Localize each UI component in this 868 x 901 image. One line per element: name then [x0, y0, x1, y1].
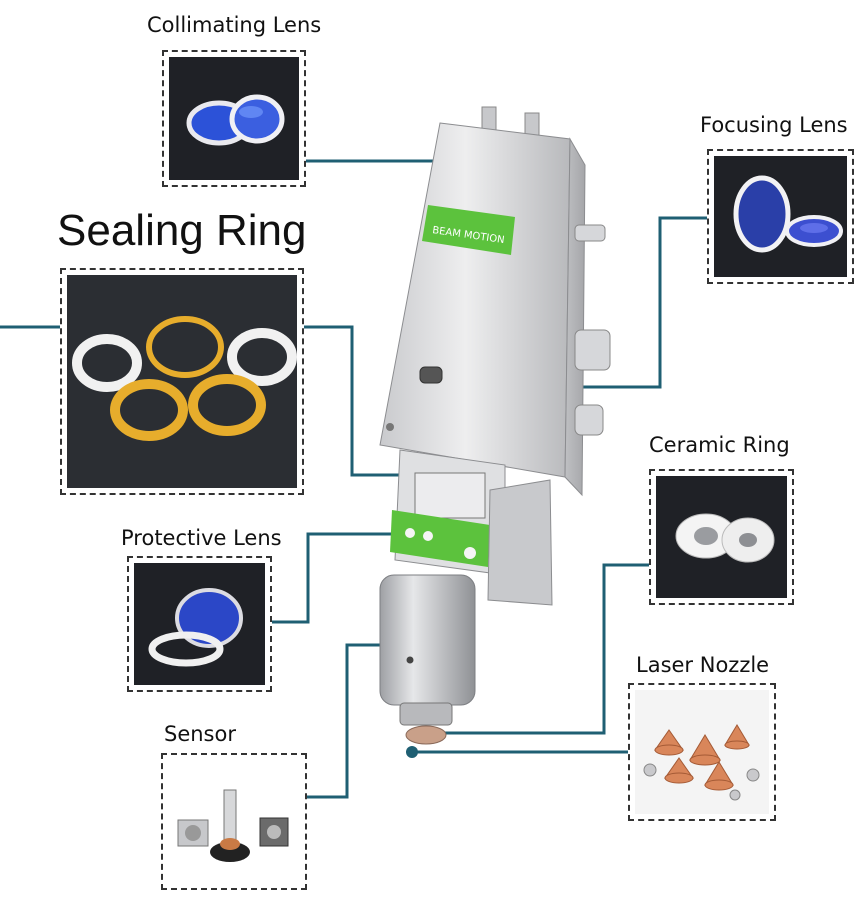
sealing-ring-image: [60, 268, 304, 495]
nozzle-cylinder: [379, 574, 476, 706]
protective-lens-photo: [148, 588, 243, 667]
focusing-lens-photo: [733, 175, 843, 253]
laser-nozzle-label: Laser Nozzle: [636, 653, 770, 677]
sealing-ring-photo: [72, 316, 297, 441]
sealing-ring-label: Sealing Ring: [57, 206, 307, 255]
ceramic-ring-photo: [675, 513, 775, 563]
laser-nozzle-image: [628, 683, 776, 821]
connector-sensor: [306, 643, 410, 799]
laser-nozzle-photo: [643, 724, 760, 801]
collimating-lens-label: Collimating Lens: [147, 13, 322, 37]
focusing-lens-image: [707, 149, 854, 284]
focusing-lens-label: Focusing Lens: [700, 113, 848, 137]
connector-ceramic: [433, 563, 650, 735]
top-fittings: [481, 106, 540, 138]
nozzle-tip: [405, 725, 447, 745]
side-fittings: [574, 224, 611, 436]
sensor-image: [161, 753, 307, 890]
main-body: [379, 122, 571, 478]
front-knob: [419, 366, 443, 384]
ceramic-ring-image: [649, 469, 794, 605]
connector-dot-nozzle: [406, 746, 418, 758]
ceramic-ring-label: Ceramic Ring: [649, 433, 790, 457]
protective-drawer: [414, 472, 486, 519]
sensor-photo: [177, 789, 289, 862]
protective-lens-image: [127, 556, 272, 692]
laser-cutting-head-illustration: BEAM MOTION: [379, 106, 611, 745]
connector-protective: [270, 532, 420, 624]
nozzle-tip-ring: [399, 702, 453, 726]
brand-strip: [422, 205, 515, 255]
collimating-lens-photo: [186, 94, 285, 146]
protective-lens-label: Protective Lens: [121, 526, 282, 550]
collimating-lens-image: [162, 50, 306, 187]
sensor-label: Sensor: [164, 722, 236, 746]
